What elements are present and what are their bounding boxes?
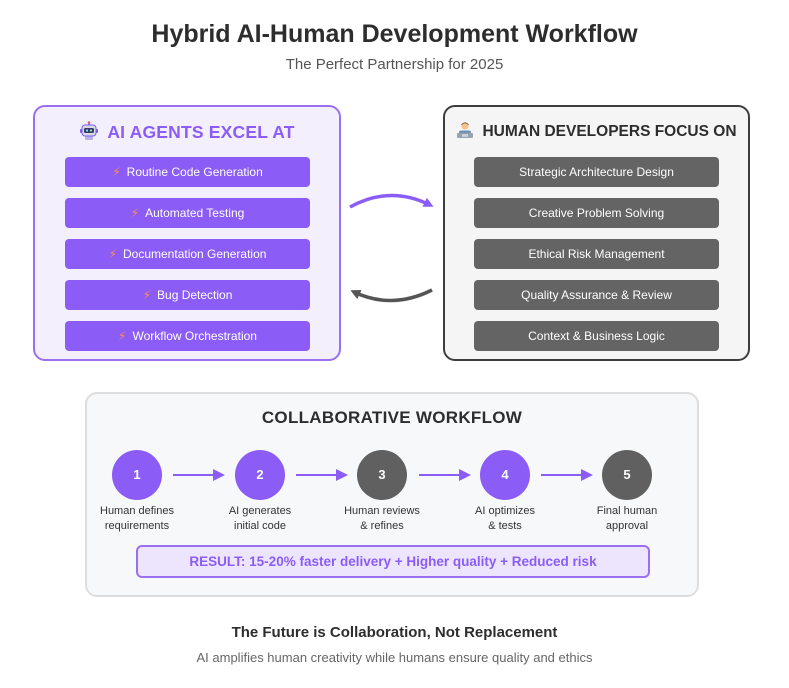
step-label-line: approval: [605, 520, 649, 532]
workflow-step-2: 2 AI generates initial code: [210, 450, 310, 534]
step-label-line: AI generates: [228, 505, 292, 517]
ai-item-label: Workflow Orchestration: [132, 329, 257, 343]
human-panel-heading: HUMAN DEVELOPERS FOCUS ON: [482, 123, 737, 140]
lightning-icon: ⚡︎: [130, 206, 140, 220]
step-label: AI generates initial code: [210, 504, 310, 534]
step-arrow-icon: [173, 469, 225, 481]
step-number-circle: 4: [480, 450, 530, 500]
step-label: Human reviews & refines: [332, 504, 432, 534]
ai-item-label: Automated Testing: [145, 206, 245, 220]
footer-title: The Future is Collaboration, Not Replace…: [231, 624, 558, 641]
ai-item: ⚡︎ Workflow Orchestration: [65, 321, 310, 351]
step-label-line: Final human: [596, 505, 658, 517]
step-arrow-icon: [541, 469, 593, 481]
step-label-line: requirements: [104, 520, 170, 532]
result-banner: RESULT: 15-20% faster delivery + Higher …: [136, 545, 650, 578]
ai-item-label: Documentation Generation: [123, 247, 267, 261]
lightning-icon: ⚡︎: [118, 329, 127, 343]
workflow-step-1: 1 Human defines requirements: [87, 450, 187, 534]
step-label-line: AI optimizes: [475, 505, 535, 517]
lightning-icon: ⚡︎: [142, 288, 152, 302]
arrow-to-ai: [350, 288, 433, 303]
workflow-step-5: 5 Final human approval: [577, 450, 677, 534]
ai-agents-panel: AI AGENTS EXCEL AT ⚡︎ Routine Code Genera…: [33, 105, 341, 361]
step-label: Final human approval: [577, 504, 677, 534]
ai-item-label: Routine Code Generation: [126, 165, 263, 179]
human-panel-heading-row: HUMAN DEVELOPERS FOCUS ON: [445, 121, 748, 144]
arrow-to-human: [349, 193, 434, 209]
ai-item: ⚡︎ Routine Code Generation: [65, 157, 310, 187]
step-label: Human defines requirements: [87, 504, 187, 534]
step-number-circle: 3: [357, 450, 407, 500]
human-item: Ethical Risk Management: [474, 239, 719, 269]
ai-item-label: Bug Detection: [157, 288, 233, 302]
step-label-line: Human defines: [100, 505, 174, 517]
step-arrow-icon: [296, 469, 348, 481]
step-number-circle: 5: [602, 450, 652, 500]
step-label-line: & refines: [360, 520, 404, 532]
ai-item: ⚡︎ Documentation Generation: [65, 239, 310, 269]
human-item: Strategic Architecture Design: [474, 157, 719, 187]
ai-panel-heading: AI AGENTS EXCEL AT: [107, 122, 295, 142]
robot-icon: [79, 121, 99, 146]
page-title: Hybrid AI-Human Development Workflow: [151, 20, 638, 48]
workflow-step-4: 4 AI optimizes & tests: [455, 450, 555, 534]
human-item: Context & Business Logic: [474, 321, 719, 351]
step-label-line: Human reviews: [344, 505, 420, 517]
step-number-circle: 2: [235, 450, 285, 500]
ai-item: ⚡︎ Bug Detection: [65, 280, 310, 310]
step-label-line: initial code: [234, 520, 286, 532]
step-label: AI optimizes & tests: [455, 504, 555, 534]
human-item: Quality Assurance & Review: [474, 280, 719, 310]
step-arrow-icon: [419, 469, 471, 481]
lightning-icon: ⚡︎: [112, 165, 121, 179]
human-item: Creative Problem Solving: [474, 198, 719, 228]
step-label-line: & tests: [488, 520, 522, 532]
lightning-icon: ⚡︎: [108, 247, 117, 261]
page-subtitle: The Perfect Partnership for 2025: [285, 56, 504, 73]
ai-panel-heading-row: AI AGENTS EXCEL AT: [35, 121, 339, 146]
human-developers-panel: HUMAN DEVELOPERS FOCUS ON Strategic Arch…: [443, 105, 750, 361]
footer-subtitle: AI amplifies human creativity while huma…: [196, 650, 593, 665]
workflow-title: COLLABORATIVE WORKFLOW: [261, 408, 523, 427]
exchange-arrows: [349, 193, 434, 303]
developer-icon: [456, 121, 474, 144]
ai-item: ⚡︎ Automated Testing: [65, 198, 310, 228]
workflow-step-3: 3 Human reviews & refines: [332, 450, 432, 534]
step-number-circle: 1: [112, 450, 162, 500]
collaborative-workflow-box: COLLABORATIVE WORKFLOW 1 Human defines r…: [85, 392, 699, 597]
